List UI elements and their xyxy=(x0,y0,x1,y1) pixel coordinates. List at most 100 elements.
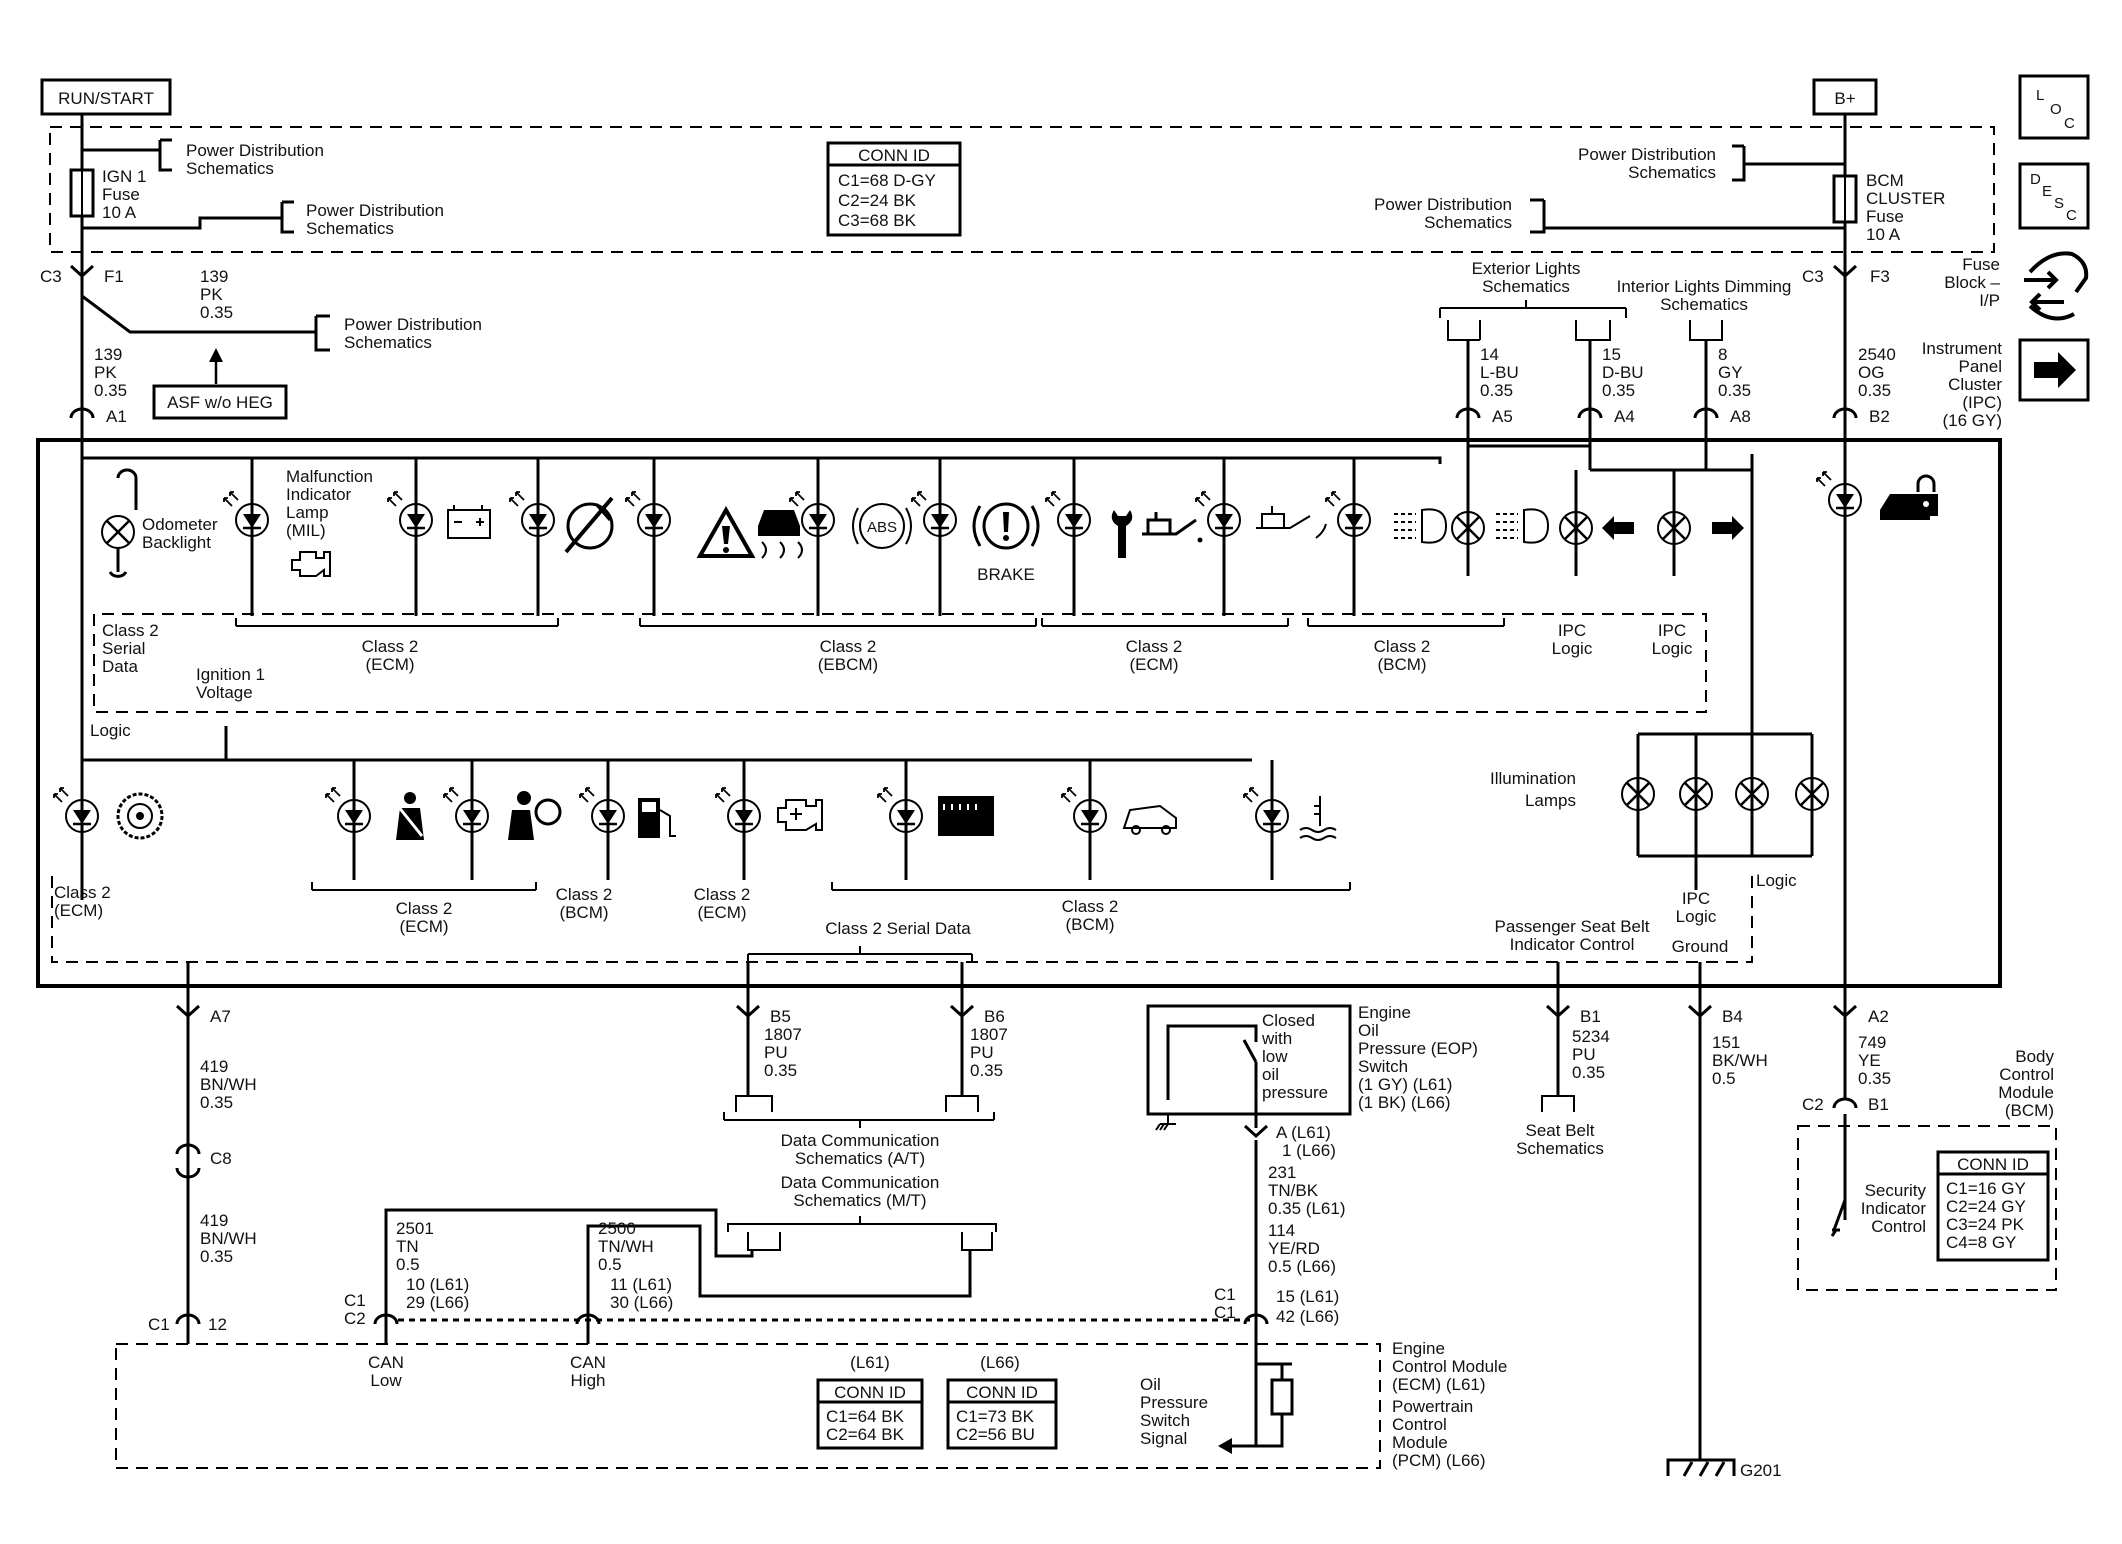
bcm-text: Module xyxy=(1998,1083,2054,1102)
wire-text: 0.35 xyxy=(200,1247,233,1266)
run-start-label: RUN/START xyxy=(58,89,154,108)
security-vehicle-icon xyxy=(1880,474,1938,520)
connector-label: F3 xyxy=(1870,267,1890,286)
oil-signal-text: Pressure xyxy=(1140,1393,1208,1412)
ref-text: Schematics xyxy=(1628,163,1716,182)
ref-text: Power Distribution xyxy=(344,315,482,334)
ipc-label: Instrument Panel Cluster (IPC) (16 GY) xyxy=(1922,339,2003,430)
eop-switch-text: with xyxy=(1261,1029,1292,1048)
desc-button[interactable]: D E S C xyxy=(2018,162,2090,230)
ecm-outline xyxy=(115,1343,1381,1469)
ecm-text: Powertrain xyxy=(1392,1397,1473,1416)
ipc-logic-ground-text: Ground xyxy=(1672,937,1729,956)
eop-switch-text: low xyxy=(1262,1047,1288,1066)
loc-button[interactable]: L O C xyxy=(2018,74,2090,140)
connector-label: C1 xyxy=(1214,1285,1236,1304)
wire-text: TN/WH xyxy=(598,1237,654,1256)
ref-text: Schematics xyxy=(1424,213,1512,232)
ref-text: Schematics (M/T) xyxy=(793,1191,926,1210)
pd-ref-left-2[interactable]: Power Distribution Schematics xyxy=(306,201,444,238)
variant-label: (L66) xyxy=(980,1353,1020,1372)
conn-id-line: C2=64 BK xyxy=(826,1425,905,1444)
data-comm-at-ref[interactable]: Data Communication Schematics (A/T) xyxy=(781,1131,940,1168)
ext-lights-ref[interactable]: Exterior Lights Schematics xyxy=(1472,259,1581,296)
eop-text: Switch xyxy=(1358,1057,1408,1076)
fuse-block-conn-id: CONN ID C1=68 D-GY C2=24 BK C3=68 BK xyxy=(826,141,962,237)
pd-ref-right-2[interactable]: Power Distribution Schematics xyxy=(1374,195,1512,232)
eop-text: (1 GY) (L61) xyxy=(1358,1075,1452,1094)
eop-text: Pressure (EOP) xyxy=(1358,1039,1478,1058)
wrench-icon xyxy=(1111,510,1133,558)
conn-id-title: CONN ID xyxy=(858,146,930,165)
wire-text: 0.35 xyxy=(200,1093,233,1112)
wire-text: 0.35 xyxy=(1858,381,1891,400)
wire-749: 749 YE 0.35 xyxy=(1858,1033,1891,1088)
desc-letter: D xyxy=(2030,171,2041,188)
conn-id-line: C2=24 BK xyxy=(838,191,917,210)
connector-label: A4 xyxy=(1614,407,1635,426)
connector-label: A8 xyxy=(1730,407,1751,426)
eop-text: Engine xyxy=(1358,1003,1411,1022)
resistor-icon xyxy=(1270,1378,1294,1416)
int-dimming-ref[interactable]: Interior Lights Dimming Schematics xyxy=(1617,277,1792,314)
ign-voltage-text: Voltage xyxy=(196,683,253,702)
wire-text: 0.35 (L61) xyxy=(1268,1199,1346,1218)
oil-signal-text: Oil xyxy=(1140,1375,1161,1394)
data-comm-mt-ref[interactable]: Data Communication Schematics (M/T) xyxy=(781,1173,940,1210)
pd-ref-left-1[interactable]: Power Distribution Schematics xyxy=(186,141,324,178)
b-plus-label: B+ xyxy=(1834,89,1855,108)
wire-text: 42 (L66) xyxy=(1276,1307,1339,1326)
conn-id-title: CONN ID xyxy=(1957,1155,2029,1174)
check-engine-icon xyxy=(777,799,823,831)
wire-text: 0.35 xyxy=(1602,381,1635,400)
pd-ref-branch[interactable]: Power Distribution Schematics xyxy=(344,315,482,352)
bus-label: (ECM) xyxy=(365,655,414,674)
fuse-text: CLUSTER xyxy=(1866,189,1945,208)
can-low-pin: CAN Low xyxy=(368,1353,404,1390)
conn-id-title: CONN ID xyxy=(834,1383,906,1402)
can-text: High xyxy=(571,1371,606,1390)
wire-text: PK xyxy=(94,363,117,382)
harness-connector-icon[interactable] xyxy=(2024,251,2089,321)
wire-139-branch: 139 PK 0.35 xyxy=(200,267,233,322)
wire-text: YE/RD xyxy=(1268,1239,1320,1258)
wire-text: 114 xyxy=(1268,1221,1295,1240)
next-arrow-button[interactable] xyxy=(2018,338,2090,402)
ign1-fuse: IGN 1 Fuse 10 A xyxy=(69,167,146,222)
door-ajar-icon xyxy=(1122,804,1177,835)
bcm-text: Control xyxy=(1999,1065,2054,1084)
wire-text: 0.5 xyxy=(1712,1069,1736,1088)
oil-level-icon xyxy=(1256,506,1327,539)
conn-id-line: C1=68 D-GY xyxy=(838,171,936,190)
brake-pad-icon xyxy=(564,496,614,554)
connector-label: A1 xyxy=(106,407,127,426)
fuse-block-outline xyxy=(49,126,1995,253)
wire-5234: 5234 PU 0.35 xyxy=(1572,1027,1610,1082)
bus-label: Class 2 xyxy=(54,883,111,902)
eop-switch-text: Closed xyxy=(1262,1011,1315,1030)
wire-text: PU xyxy=(764,1043,788,1062)
wire-text: 1807 xyxy=(764,1025,802,1044)
connector-label: F1 xyxy=(104,267,124,286)
bus-label: Class 2 xyxy=(396,899,453,918)
seat-belt-ref[interactable]: Seat Belt Schematics xyxy=(1516,1121,1604,1158)
can-text: CAN xyxy=(570,1353,606,1372)
fog-lamp-icon xyxy=(1394,508,1448,544)
loc-letter: L xyxy=(2036,87,2044,104)
ipc-text: Cluster xyxy=(1948,375,2002,394)
wire-text: 1807 xyxy=(970,1025,1008,1044)
wire-text: YE xyxy=(1858,1051,1881,1070)
pd-ref-right-1[interactable]: Power Distribution Schematics xyxy=(1578,145,1716,182)
fuse-text: Fuse xyxy=(102,185,140,204)
wire-text: 2500 xyxy=(598,1219,636,1238)
temperature-icon xyxy=(1299,796,1337,841)
fuse-text: 10 A xyxy=(1866,225,1901,244)
ecm-text: (ECM) (L61) xyxy=(1392,1375,1486,1394)
ref-text: Schematics (A/T) xyxy=(795,1149,925,1168)
fuse-text: IGN 1 xyxy=(102,167,146,186)
wire-text: 749 xyxy=(1858,1033,1886,1052)
fuse-text: BCM xyxy=(1866,171,1904,190)
ref-text: Schematics xyxy=(186,159,274,178)
wire-text: 0.35 xyxy=(1718,381,1751,400)
connector-label: 1 (L66) xyxy=(1282,1141,1336,1160)
